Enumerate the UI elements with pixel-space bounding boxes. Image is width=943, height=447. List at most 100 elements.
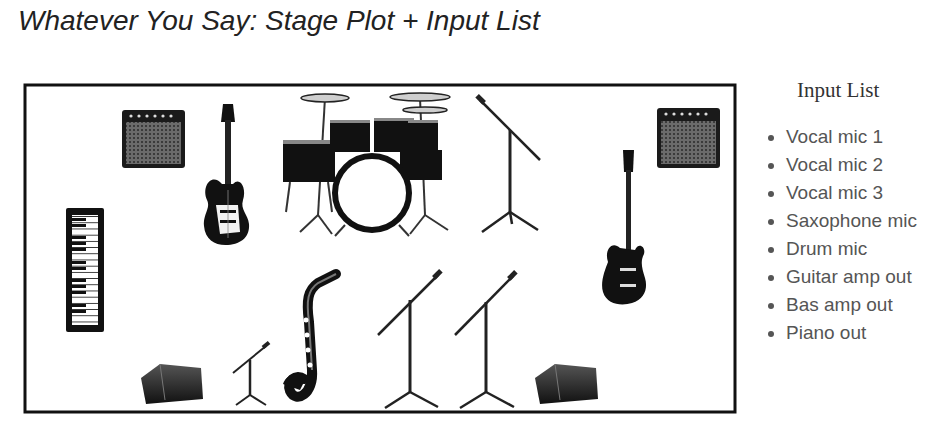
- list-heading: Input List: [797, 78, 879, 103]
- mic-stand-part: [482, 212, 510, 232]
- drum-kit-part: [335, 225, 345, 236]
- guitar-amp-part: [129, 114, 132, 117]
- electric-guitar: [204, 104, 249, 245]
- keyboard-part: [72, 242, 86, 245]
- stage-monitor-part: [555, 364, 560, 400]
- saxophone-part: [283, 374, 306, 390]
- saxophone-part: [304, 318, 309, 323]
- mic-stand-part: [249, 360, 252, 395]
- bass-guitar-part: [620, 284, 636, 287]
- guitar-amp-part: [122, 110, 185, 168]
- drum-kit-part: [300, 215, 318, 232]
- input-item: Guitar amp out: [786, 263, 917, 291]
- keyboard: [66, 208, 104, 332]
- guitar-amp-part: [161, 114, 164, 117]
- bass-amp: [657, 108, 720, 168]
- keyboard-part: [72, 304, 86, 307]
- drum-kit-part: [335, 156, 409, 230]
- drum-kit-part: [330, 120, 370, 123]
- drum-kit-part: [403, 107, 447, 113]
- electric-guitar-part: [225, 120, 231, 190]
- keyboard-part: [66, 208, 104, 332]
- guitar-amp-part: [153, 114, 156, 117]
- drum-kit-part: [410, 215, 425, 234]
- input-item: Vocal mic 3: [786, 179, 917, 207]
- keyboard-part: [72, 236, 86, 239]
- keyboard-part: [72, 267, 86, 270]
- keyboard-part: [72, 285, 86, 288]
- mic-stand-part: [510, 212, 538, 230]
- input-item: Drum mic: [786, 235, 917, 263]
- electric-guitar-part: [204, 179, 249, 245]
- stage-outline: [25, 85, 735, 412]
- mic-stand-part: [236, 395, 250, 405]
- drum-kit-part: [399, 225, 409, 236]
- bass-amp-part: [661, 121, 716, 164]
- bass-amp-part: [688, 112, 691, 115]
- mic-stand-part: [475, 94, 486, 105]
- keyboard-part: [72, 248, 86, 251]
- drum-kit-part: [408, 120, 438, 150]
- guitar-amp-part: [137, 114, 140, 117]
- keyboard-part: [72, 218, 86, 221]
- drum-kit-part: [425, 215, 448, 230]
- drum-kit-part: [301, 94, 349, 102]
- mic-stand-part: [507, 270, 518, 281]
- saxophone-part: [305, 333, 310, 338]
- mic-stand-part: [385, 392, 410, 408]
- drum-kit-part: [318, 215, 332, 234]
- keyboard-part: [72, 215, 98, 325]
- guitar-amp-part: [169, 114, 172, 117]
- keyboard-part: [72, 310, 86, 313]
- drum-kit-part: [328, 182, 332, 212]
- bass-guitar-part: [620, 268, 636, 271]
- mic-stand-part: [460, 392, 486, 408]
- mic-stand-part: [262, 341, 271, 349]
- bass-amp-part: [704, 112, 707, 115]
- mic-stand: [475, 94, 540, 232]
- drum-kit-part: [390, 93, 450, 101]
- input-item: Vocal mic 1: [786, 123, 917, 151]
- bass-guitar-part: [623, 150, 634, 172]
- mic-stand: [378, 269, 443, 408]
- drum-kit: [283, 93, 450, 236]
- bass-amp-part: [664, 112, 667, 115]
- electric-guitar-part: [221, 104, 235, 122]
- mic-stand-part: [250, 395, 266, 405]
- input-item: Vocal mic 2: [786, 151, 917, 179]
- mic-stand-part: [410, 392, 438, 407]
- mic-stand-part: [486, 392, 514, 407]
- stage-monitor: [535, 364, 598, 404]
- bass-guitar-part: [602, 245, 646, 304]
- input-item: Piano out: [786, 319, 917, 347]
- saxophone-part: [306, 348, 311, 353]
- stage-monitor-part: [535, 364, 598, 404]
- mic-stand-part: [509, 130, 512, 212]
- mic-stand: [233, 341, 270, 405]
- bass-amp-part: [672, 112, 675, 115]
- drum-kit-part: [330, 120, 370, 152]
- input-item: Saxophone mic: [786, 207, 917, 235]
- drum-kit-part: [286, 182, 290, 212]
- saxophone: [283, 274, 336, 397]
- bass-amp-part: [696, 112, 699, 115]
- saxophone-part: [308, 274, 336, 370]
- stage-monitor-part: [141, 364, 203, 404]
- drum-kit-part: [283, 140, 335, 144]
- keyboard-part: [72, 279, 86, 282]
- keyboard-part: [72, 291, 86, 294]
- mic-stand-part: [510, 212, 512, 224]
- bass-amp-part: [657, 108, 720, 168]
- electric-guitar-part: [228, 190, 229, 238]
- mic-stand-part: [409, 300, 412, 392]
- keyboard-part: [72, 261, 86, 264]
- bass-guitar: [602, 150, 646, 304]
- page-title: Whatever You Say: Stage Plot + Input Lis…: [18, 5, 540, 37]
- mic-stand: [455, 270, 518, 408]
- mic-stand-part: [378, 275, 438, 335]
- guitar-amp-part: [145, 114, 148, 117]
- bass-amp-part: [680, 112, 683, 115]
- mic-stand-part: [432, 269, 443, 280]
- input-list: Vocal mic 1Vocal mic 2Vocal mic 3Saxopho…: [768, 123, 917, 347]
- mic-stand-part: [455, 276, 513, 335]
